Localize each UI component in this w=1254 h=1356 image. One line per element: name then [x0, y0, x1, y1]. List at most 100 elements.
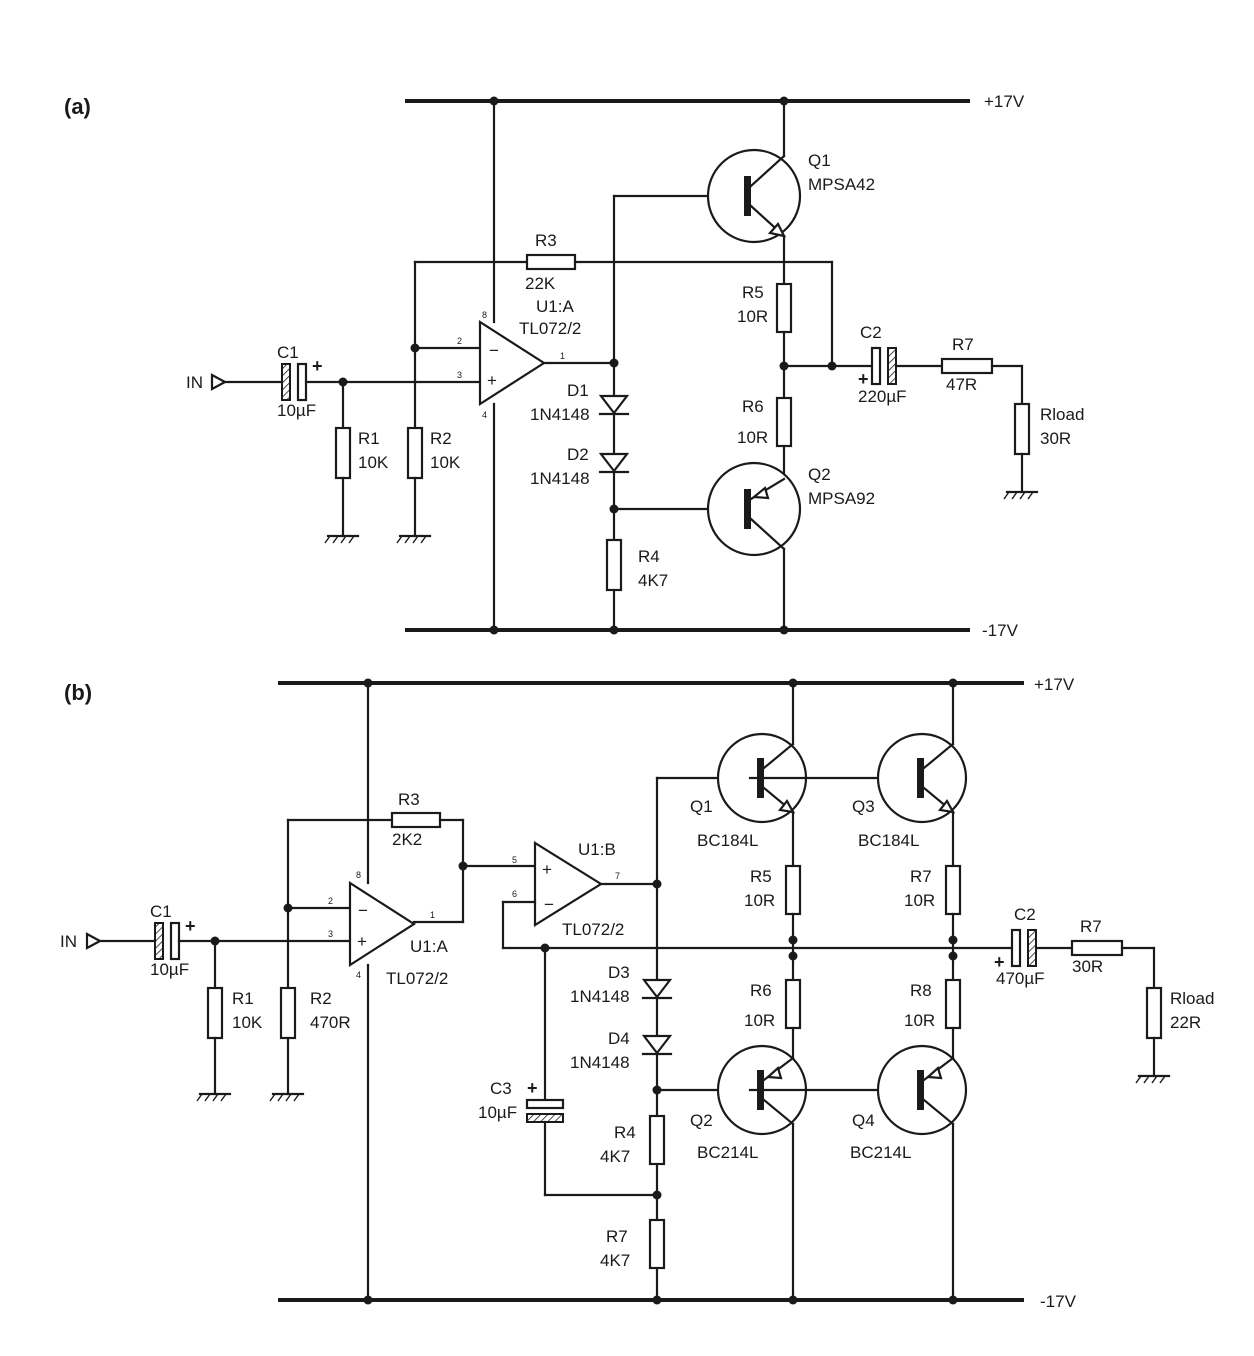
b-r7-output-ref: R7	[1080, 917, 1102, 936]
b-r4-resistor	[648, 1114, 666, 1166]
b-r1-ground-icon	[196, 1092, 232, 1102]
a-negative-rail-label: -17V	[982, 621, 1019, 640]
a-r2-ref: R2	[430, 429, 452, 448]
b-r7-emitter-ref: R7	[910, 867, 932, 886]
a-d2-ref: D2	[567, 445, 589, 464]
b-junction-dot	[283, 903, 293, 913]
b-r5-ref: R5	[750, 867, 772, 886]
b-u1b-plus: +	[542, 860, 552, 879]
a-r7-value: 47R	[946, 375, 977, 394]
a-d1-value: 1N4148	[530, 405, 590, 424]
a-q2-ref: Q2	[808, 465, 831, 484]
b-junction-dot	[788, 951, 798, 961]
a-r1-resistor	[334, 426, 352, 480]
b-junction-dot	[948, 935, 958, 945]
b-r6-ref: R6	[750, 981, 772, 1000]
a-r3-resistor	[525, 253, 577, 271]
b-junction-dot	[652, 1295, 662, 1305]
a-c1-value: 10µF	[277, 401, 316, 420]
b-c1-capacitor: +	[154, 916, 196, 961]
b-r7-output-resistor	[1070, 939, 1124, 957]
b-u1a-pin1: 1	[430, 910, 435, 920]
a-q1-value: MPSA42	[808, 175, 875, 194]
panel-b: (b) +17V -17V IN + C1 10µF R1 10K	[60, 675, 1214, 1311]
b-r3-value: 2K2	[392, 830, 422, 849]
a-u1-pin1: 1	[560, 351, 565, 361]
b-q2-ref: Q2	[690, 1111, 713, 1130]
a-rload-value: 30R	[1040, 429, 1071, 448]
panel-a-title: (a)	[64, 94, 91, 119]
b-r3-resistor	[390, 811, 442, 829]
b-r6-resistor	[784, 978, 802, 1030]
a-rload-resistor	[1013, 402, 1031, 456]
a-input-port-icon	[210, 373, 228, 391]
b-u1b-part: TL072/2	[562, 920, 624, 939]
b-u1b-ref: U1:B	[578, 840, 616, 859]
a-u1-pin2: 2	[457, 336, 462, 346]
a-q2-pnp-transistor-icon	[706, 461, 802, 632]
a-c2-ref: C2	[860, 323, 882, 342]
b-r7-emitter-value: 10R	[904, 891, 935, 910]
b-q2-value: BC214L	[697, 1143, 758, 1162]
a-q1-npn-transistor-icon	[706, 99, 802, 244]
a-u1-plus: +	[487, 371, 497, 390]
a-input-label: IN	[186, 373, 203, 392]
b-c3-ref: C3	[490, 1079, 512, 1098]
b-q1-ref: Q1	[690, 797, 713, 816]
b-junction-dot	[788, 1295, 798, 1305]
b-r8-value: 10R	[904, 1011, 935, 1030]
a-r3-ref: R3	[535, 231, 557, 250]
b-junction-dot	[788, 935, 798, 945]
a-junction-dot	[338, 377, 348, 387]
a-junction-dot	[609, 358, 619, 368]
b-rload-ground-icon	[1135, 1074, 1171, 1084]
b-d3-ref: D3	[608, 963, 630, 982]
b-q3-npn-transistor-icon	[876, 732, 968, 824]
b-r1-ref: R1	[232, 989, 254, 1008]
a-r6-value: 10R	[737, 428, 768, 447]
a-positive-rail-label: +17V	[984, 92, 1025, 111]
b-q4-pnp-transistor-icon	[876, 1044, 968, 1136]
a-r1-ref: R1	[358, 429, 380, 448]
b-u1a-pin8: 8	[356, 870, 361, 880]
b-r2-ref: R2	[310, 989, 332, 1008]
b-u1a-pin3: 3	[328, 929, 333, 939]
b-u1a-pin2: 2	[328, 896, 333, 906]
a-q2-value: MPSA92	[808, 489, 875, 508]
a-r1-value: 10K	[358, 453, 389, 472]
b-r4-ref: R4	[614, 1123, 636, 1142]
b-c2-value: 470µF	[996, 969, 1045, 988]
b-positive-rail-label: +17V	[1034, 675, 1075, 694]
a-u1-opamp	[478, 319, 547, 407]
b-rload-value: 22R	[1170, 1013, 1201, 1032]
b-u1b-minus: −	[544, 895, 554, 914]
a-c2-value: 220µF	[858, 387, 907, 406]
b-c1-polarity: +	[185, 916, 196, 936]
a-junction-dot	[489, 96, 499, 106]
b-junction-dot	[948, 1295, 958, 1305]
b-u1a-opamp	[348, 880, 417, 968]
b-c3-value: 10µF	[478, 1103, 517, 1122]
b-r2-value: 470R	[310, 1013, 351, 1032]
b-r5-resistor	[784, 864, 802, 916]
b-r6-value: 10R	[744, 1011, 775, 1030]
b-r5-value: 10R	[744, 891, 775, 910]
panel-b-title: (b)	[64, 680, 92, 705]
a-rload-ground-icon	[1003, 490, 1039, 500]
a-d1-diode	[598, 394, 630, 416]
a-r5-resistor	[775, 282, 793, 334]
b-u1b-opamp	[533, 841, 604, 927]
b-u1b-pin5: 5	[512, 855, 517, 865]
b-u1a-pin4: 4	[356, 970, 361, 980]
a-u1-pin4: 4	[482, 410, 487, 420]
b-d3-value: 1N4148	[570, 987, 630, 1006]
b-junction-dot	[788, 678, 798, 688]
a-r6-resistor	[775, 396, 793, 448]
a-r5-value: 10R	[737, 307, 768, 326]
a-r7-ref: R7	[952, 335, 974, 354]
b-negative-rail-label: -17V	[1040, 1292, 1077, 1311]
a-u1-ref: U1:A	[536, 297, 574, 316]
b-c3-polarity: +	[527, 1078, 538, 1098]
a-u1-part: TL072/2	[519, 319, 581, 338]
